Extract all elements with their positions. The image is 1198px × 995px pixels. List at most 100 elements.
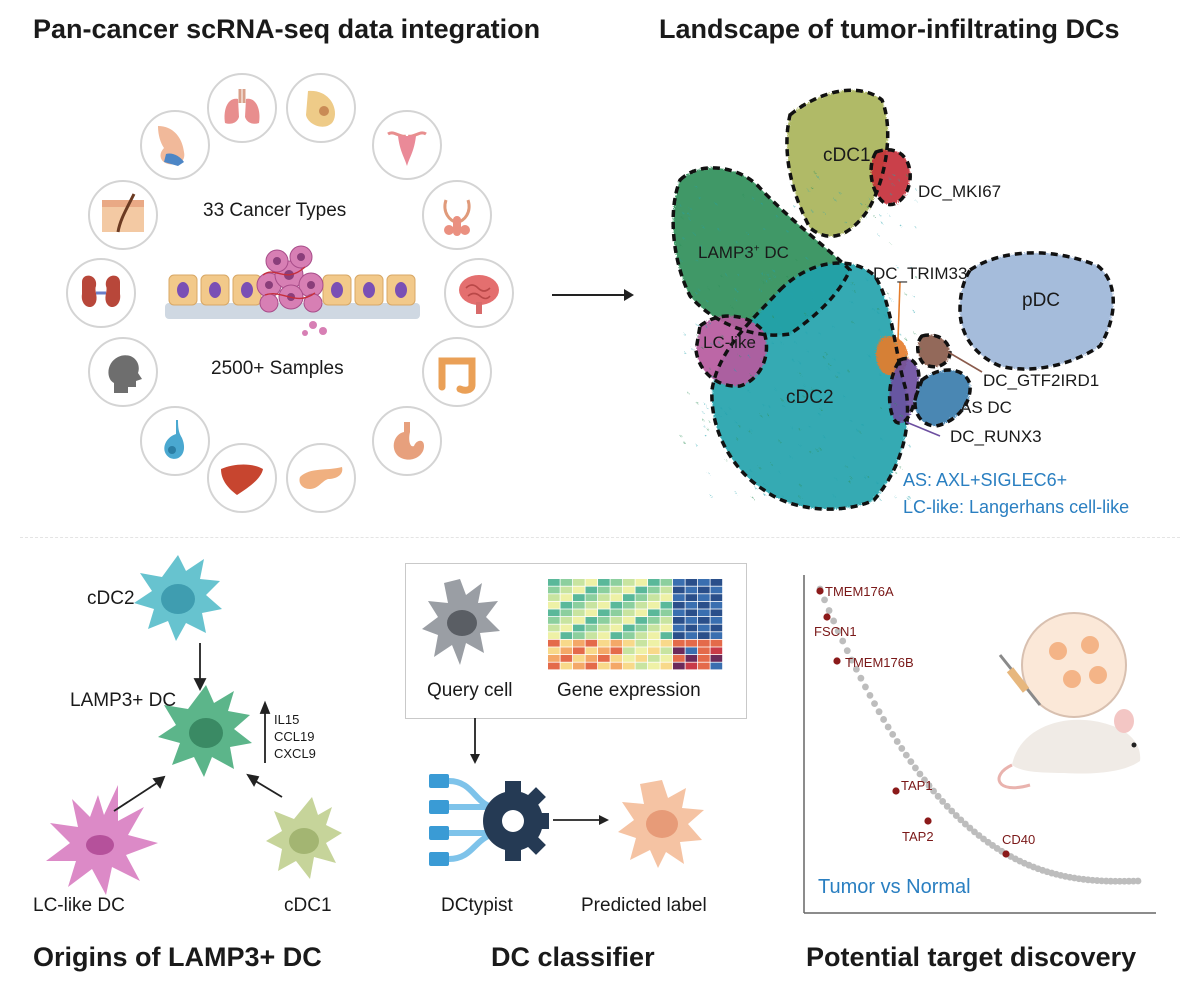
heatmap-cell [623,587,635,594]
umap-scatter-point [836,376,838,378]
umap-scatter-point [768,277,770,279]
umap-scatter-point [894,496,896,498]
heatmap-cell [561,647,573,654]
umap-scatter-point [817,176,819,178]
umap-scatter-point [833,358,835,360]
umap-scatter-point [688,218,690,220]
heatmap-cell [686,602,698,609]
umap-scatter-point [752,497,754,499]
heatmap-cell [598,617,610,624]
umap-scatter-point [799,373,801,375]
umap-scatter-point [811,296,813,298]
umap-scatter-point [690,208,692,210]
umap-scatter-point [851,284,853,286]
gene-il15: IL15 [274,711,316,728]
umap-scatter-point [816,449,818,451]
upregulated-gene-list: IL15 CCL19 CXCL9 [274,711,316,762]
heatmap-cell [673,632,685,639]
heatmap-cell [611,647,623,654]
heatmap-cell [673,647,685,654]
umap-scatter-point [760,415,762,417]
umap-scatter-point [688,213,690,215]
dctypist-gear-icon [425,768,550,873]
heatmap-cell [623,647,635,654]
heatmap-cell [611,655,623,662]
heatmap-cell [573,640,585,647]
umap-scatter-point [702,411,704,413]
umap-scatter-point [721,275,723,277]
umap-scatter-point [856,430,858,432]
heatmap-cell [636,655,648,662]
umap-scatter-point [798,324,800,326]
umap-scatter-point [772,342,774,344]
umap-scatter-point [915,226,917,228]
heatmap-cell [561,617,573,624]
classifier-title: DC classifier [491,942,655,973]
umap-scatter-point [794,322,796,324]
heatmap-cell [561,640,573,647]
heatmap-cell [586,594,598,601]
cancer-types-label: 33 Cancer Types [203,200,346,222]
umap-scatter-point [810,238,812,240]
umap-scatter-point [913,295,915,297]
heatmap-cell [648,625,660,632]
heatmap-cell [698,625,710,632]
heatmap-cell [636,587,648,594]
rank-point [880,716,887,723]
umap-scatter-point [818,413,820,415]
heatmap-cell [636,617,648,624]
rank-point [912,765,919,772]
umap-scatter-point [697,402,699,404]
cluster-label-lc-like: LC-like [703,333,756,353]
gene-label-tap2: TAP2 [902,829,934,844]
heatmap-cell [673,640,685,647]
umap-scatter-point [697,335,699,337]
umap-scatter-point [693,233,695,235]
umap-scatter-point [869,198,871,200]
heatmap-cell [573,579,585,586]
cluster-label-gtf2ird1: DC_GTF2IRD1 [983,371,1099,391]
umap-scatter-point [895,472,897,474]
umap-scatter-point [810,451,812,453]
gene-expression-heatmap [548,579,728,674]
brain-icon [444,258,514,328]
cdc2-cell-icon [134,555,222,641]
rank-point [898,745,905,752]
umap-scatter-point [888,215,890,217]
heatmap-cell [611,579,623,586]
legend-as-definition: AS: AXL+SIGLEC6+ [903,470,1067,491]
umap-scatter-point [858,431,860,433]
umap-scatter-point [834,199,836,201]
umap-scatter-point [835,478,837,480]
umap-scatter-point [711,376,713,378]
heatmap-cell [623,632,635,639]
umap-scatter-point [833,495,835,497]
umap-scatter-point [699,197,701,199]
umap-scatter-point [737,291,739,293]
umap-scatter-point [708,473,710,475]
umap-scatter-point [696,445,698,447]
heatmap-cell [661,587,673,594]
cluster-label-pdc: pDC [1022,290,1060,312]
umap-scatter-point [880,438,882,440]
cdc1-cell-icon [266,797,342,879]
heatmap-cell [686,640,698,647]
umap-scatter-point [715,203,717,205]
umap-scatter-point [762,281,764,283]
pancreas-icon [286,443,356,513]
umap-scatter-point [708,288,710,290]
umap-scatter-point [898,179,900,181]
umap-scatter-point [761,203,763,205]
umap-scatter-point [890,193,892,195]
stomach-icon [372,406,442,476]
heatmap-cell [648,663,660,670]
heatmap-cell [623,609,635,616]
umap-scatter-point [820,278,822,280]
origins-cdc1-label: cDC1 [284,895,332,917]
cluster-label-trim33: DC_TRIM33 [873,264,967,284]
umap-scatter-point [812,290,814,292]
umap-scatter-point [887,293,889,295]
umap-scatter-point [845,222,847,224]
umap-scatter-point [794,299,796,301]
predicted-label-label: Predicted label [581,895,707,917]
